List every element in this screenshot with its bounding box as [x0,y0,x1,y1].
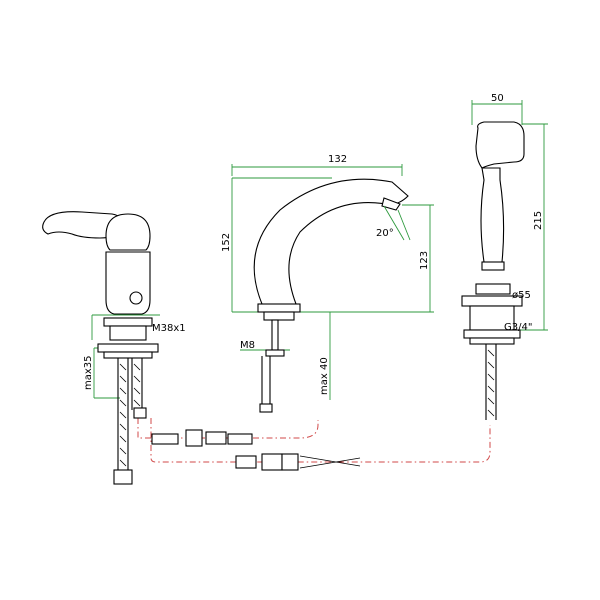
shower-thread-label: G3/4" [504,322,532,333]
mixer-max-deck-label: max35 [83,355,94,390]
dimension-labels: 50 132 152 123 20° 215 ø55 G3/4" M38x1 m… [83,93,544,395]
spout [253,178,411,413]
hose-paths [137,418,491,463]
mixer-valve [42,211,159,485]
spout-angle-label: 20° [376,228,394,239]
spout-outlet-height-label: 123 [419,251,430,270]
hand-shower [461,121,525,420]
spout-width-label: 132 [328,154,347,165]
mixer-thread-label: M38x1 [152,323,186,334]
shower-width-label: 50 [491,93,504,104]
shower-height-label: 215 [533,211,544,230]
spout-thread-label: M8 [240,340,255,351]
shower-base-diameter-label: ø55 [512,290,531,301]
spout-height-label: 152 [221,233,232,252]
spout-max-deck-label: max 40 [319,357,330,395]
hose-connectors [151,429,361,471]
